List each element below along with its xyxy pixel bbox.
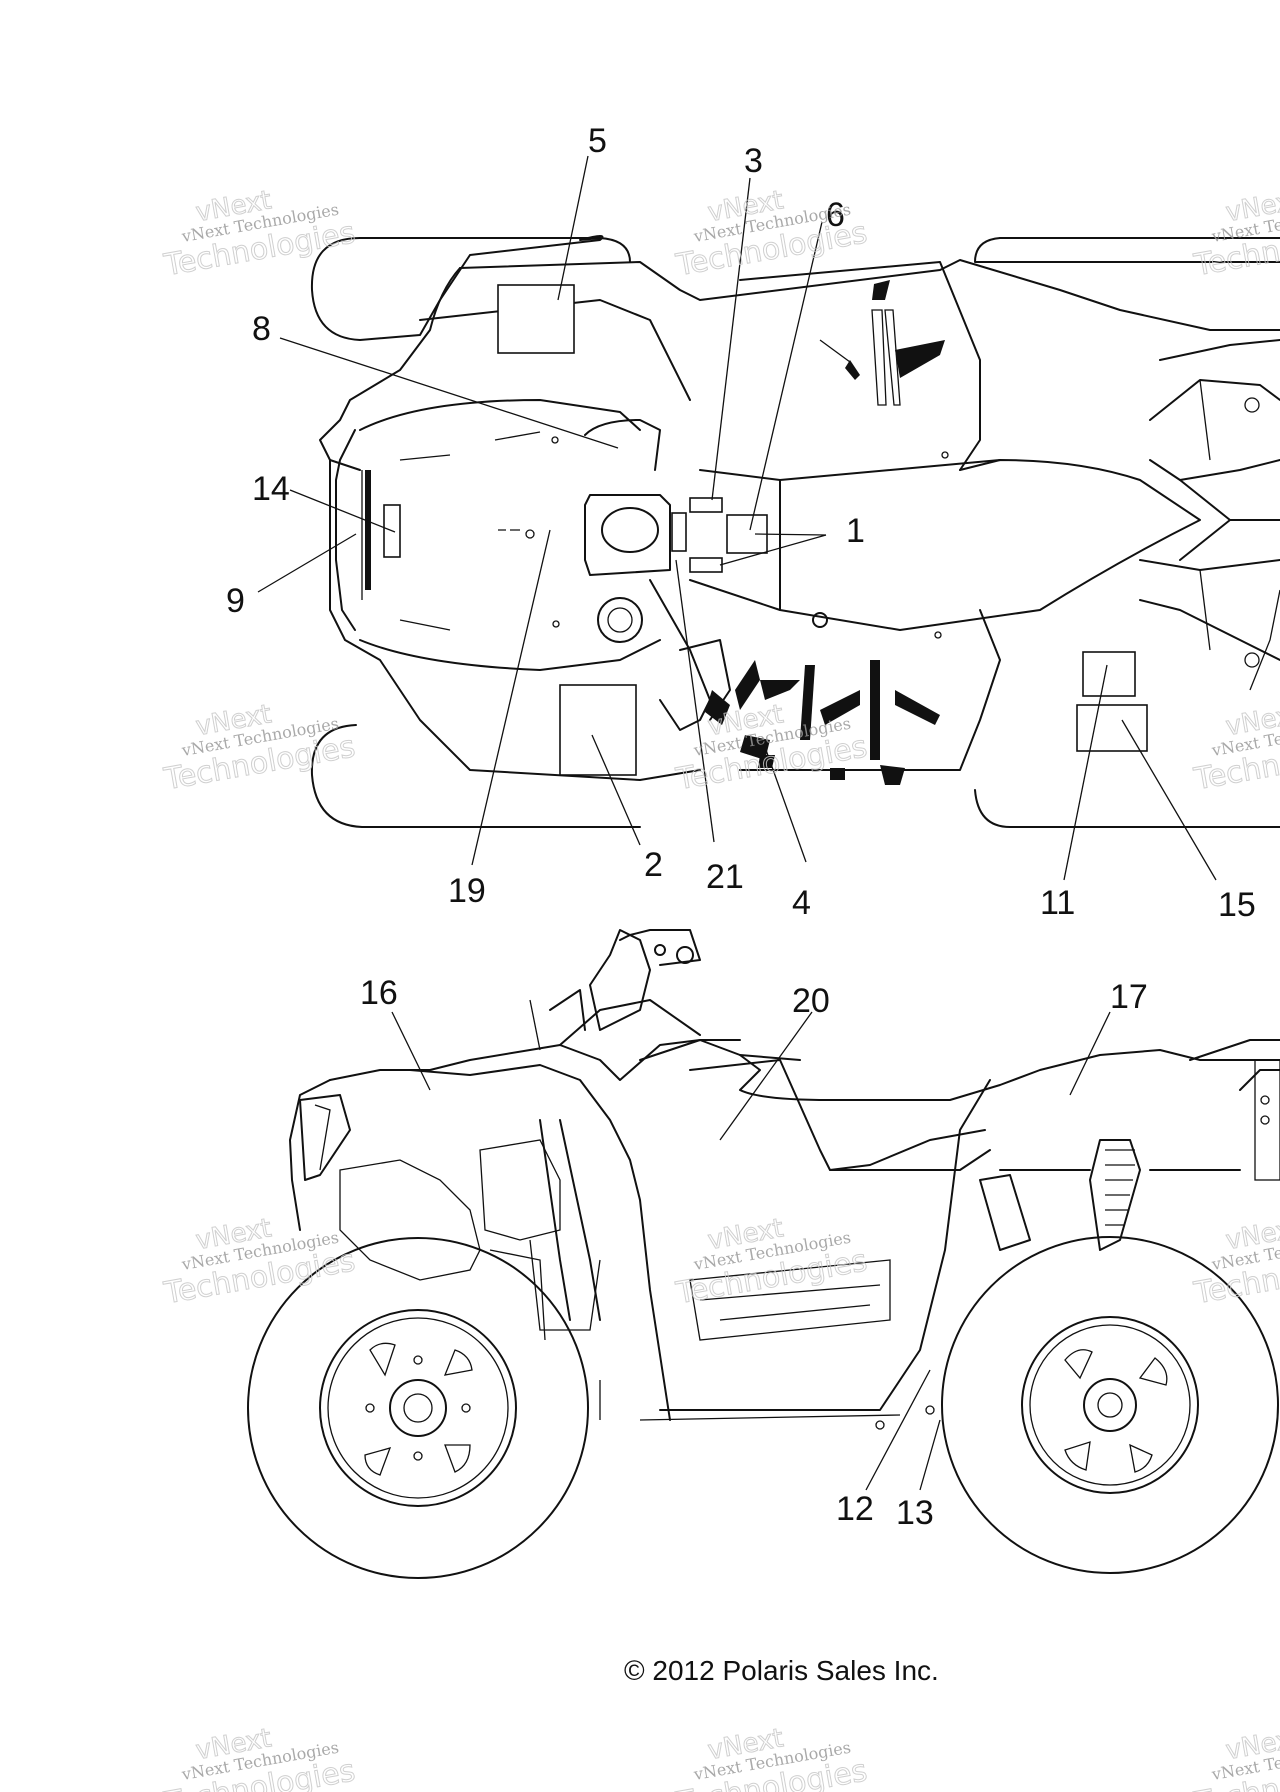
atv-top-view xyxy=(310,235,1280,828)
watermark: vNext vNext Technologies Technologies xyxy=(160,1213,358,1312)
watermark: vNext vNext Technologies Technologies xyxy=(672,1213,870,1312)
watermark: vNext vNext Technologies Technologies xyxy=(1190,699,1280,798)
callout-9: 9 xyxy=(226,582,245,620)
watermark: vNext vNext Technologies Technologies xyxy=(672,1723,870,1792)
atv-side-view xyxy=(247,929,1280,1579)
callout-1: 1 xyxy=(846,512,865,550)
watermark: vNext vNext Technologies Technologies xyxy=(160,699,358,798)
callout-14: 14 xyxy=(252,470,290,508)
callout-19: 19 xyxy=(448,872,486,910)
watermark: vNext vNext Technologies Technologies xyxy=(1190,185,1280,284)
callout-labels: 5 3 6 8 14 1 9 2 19 21 4 11 15 16 20 17 … xyxy=(226,122,1256,1532)
callout-3: 3 xyxy=(744,142,763,180)
watermark: vNext vNext Technologies Technologies xyxy=(160,185,358,284)
copyright-notice: © 2012 Polaris Sales Inc. xyxy=(624,1655,939,1686)
callout-6: 6 xyxy=(826,196,845,234)
watermark: vNext vNext Technologies Technologies xyxy=(160,1723,358,1792)
watermark: vNext vNext Technologies Technologies xyxy=(672,185,870,284)
callout-20: 20 xyxy=(792,982,830,1020)
callout-13: 13 xyxy=(896,1494,934,1532)
callout-5: 5 xyxy=(588,122,607,160)
callout-12: 12 xyxy=(836,1490,874,1528)
callout-11: 11 xyxy=(1040,884,1075,922)
callout-16: 16 xyxy=(360,974,398,1012)
callout-4: 4 xyxy=(792,884,811,922)
callout-21: 21 xyxy=(706,858,744,896)
callout-17: 17 xyxy=(1110,978,1148,1016)
watermark: vNext vNext Technologies Technologies xyxy=(1190,1723,1280,1792)
watermark: vNext vNext Technologies Technologies xyxy=(1190,1213,1280,1312)
leader-lines xyxy=(257,155,1217,1491)
callout-15: 15 xyxy=(1218,886,1256,924)
callout-8: 8 xyxy=(252,310,271,348)
callout-2: 2 xyxy=(644,846,663,884)
